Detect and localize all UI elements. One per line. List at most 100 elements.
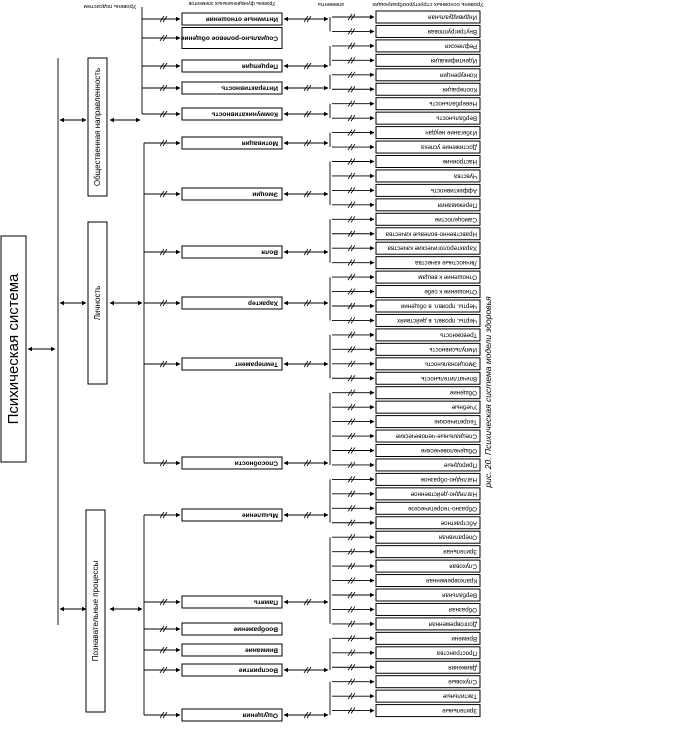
break-mark — [350, 707, 356, 714]
component-box — [375, 198, 481, 212]
functional-element-label: Интерактивность — [221, 85, 278, 92]
component-box — [375, 400, 481, 414]
functional-element-box — [181, 27, 283, 49]
component-label: Отношение к вещам — [418, 274, 477, 281]
break-mark — [350, 86, 356, 93]
component-label: Импульсивность — [429, 346, 477, 353]
break-mark — [350, 288, 356, 295]
component-box — [375, 472, 481, 486]
break-mark — [350, 476, 356, 483]
functional-element-label: Мотивация — [242, 140, 278, 147]
component-label: Образная — [449, 606, 477, 613]
break-mark — [306, 711, 312, 719]
break-mark — [162, 84, 168, 92]
functional-element-box — [181, 622, 283, 636]
component-box — [375, 357, 481, 371]
break-mark — [347, 28, 353, 35]
component-label: Переживания — [438, 201, 477, 208]
break-mark — [162, 139, 168, 147]
break-mark — [303, 598, 309, 606]
break-mark — [350, 418, 356, 425]
break-mark — [162, 666, 168, 674]
component-label: Черты, проявл. в действиях — [396, 317, 477, 324]
functional-element-label: Способности — [235, 460, 278, 468]
break-mark — [350, 230, 356, 237]
break-mark — [347, 216, 353, 223]
functional-element-box — [181, 187, 283, 201]
break-mark — [347, 649, 353, 657]
break-mark — [162, 511, 168, 519]
break-mark — [347, 591, 353, 599]
component-label: Общение — [449, 389, 477, 396]
break-mark — [306, 62, 312, 70]
component-label: Вербальность — [436, 115, 477, 122]
break-mark — [350, 635, 356, 642]
break-mark — [162, 110, 168, 118]
component-box — [375, 371, 481, 385]
break-mark — [306, 248, 312, 256]
component-label: Наглядно-действенное — [410, 490, 477, 497]
break-mark — [347, 519, 353, 526]
break-mark — [347, 375, 353, 382]
break-mark — [347, 86, 353, 93]
break-mark — [347, 317, 353, 324]
break-mark — [347, 331, 353, 339]
component-label: Тревожность — [440, 331, 477, 338]
component-box — [375, 183, 481, 197]
break-mark — [162, 34, 168, 42]
break-mark — [347, 360, 353, 368]
break-mark — [347, 158, 353, 165]
component-label: Эмоциональность — [425, 360, 477, 367]
component-box — [375, 660, 481, 674]
break-mark — [347, 187, 353, 194]
component-label: Самоцелостие — [434, 216, 477, 223]
break-mark — [350, 114, 356, 122]
break-mark — [350, 505, 356, 512]
component-box — [375, 140, 481, 154]
component-box — [375, 646, 481, 660]
break-mark — [306, 139, 312, 147]
functional-element-box — [181, 357, 283, 371]
component-label: Оперативная — [439, 534, 477, 541]
functional-element-box — [181, 12, 283, 26]
break-mark — [306, 84, 312, 92]
component-label: Общечеловеческие — [420, 447, 477, 454]
functional-element-box — [181, 136, 283, 150]
break-mark — [350, 375, 356, 382]
subsystem-label: Личность — [93, 286, 102, 321]
component-box — [375, 285, 481, 299]
header-level-structural: Уровень основных структурообразующих — [372, 1, 483, 7]
component-box — [375, 487, 481, 501]
component-label: Природные — [443, 461, 477, 468]
break-mark — [350, 331, 356, 339]
component-label: Индивидуальная — [428, 14, 477, 21]
break-mark — [159, 711, 165, 719]
component-label: Достижение успеха — [421, 144, 477, 151]
break-mark — [347, 664, 353, 671]
break-mark — [159, 110, 165, 118]
break-mark — [347, 288, 353, 295]
break-mark — [347, 302, 353, 310]
component-box — [375, 602, 481, 616]
component-box — [375, 458, 481, 472]
break-mark — [350, 273, 356, 281]
component-box — [375, 227, 481, 241]
break-mark — [303, 511, 309, 519]
break-mark — [303, 84, 309, 92]
component-label: Конкуренция — [440, 71, 477, 78]
functional-element-label: Память — [254, 599, 278, 606]
break-mark — [306, 190, 312, 198]
functional-element-label: Интимные отношения — [206, 16, 278, 23]
break-mark — [159, 666, 165, 674]
break-mark — [350, 432, 356, 440]
break-mark — [347, 490, 353, 498]
break-mark — [350, 692, 356, 700]
break-mark — [159, 625, 165, 633]
component-box — [375, 82, 481, 96]
component-box — [375, 342, 481, 356]
component-label: Движения — [448, 664, 477, 671]
break-mark — [350, 129, 356, 136]
functional-element-label: Перцепция — [242, 63, 278, 70]
break-mark — [162, 625, 168, 633]
functional-element-label: Эмоции — [252, 191, 278, 198]
